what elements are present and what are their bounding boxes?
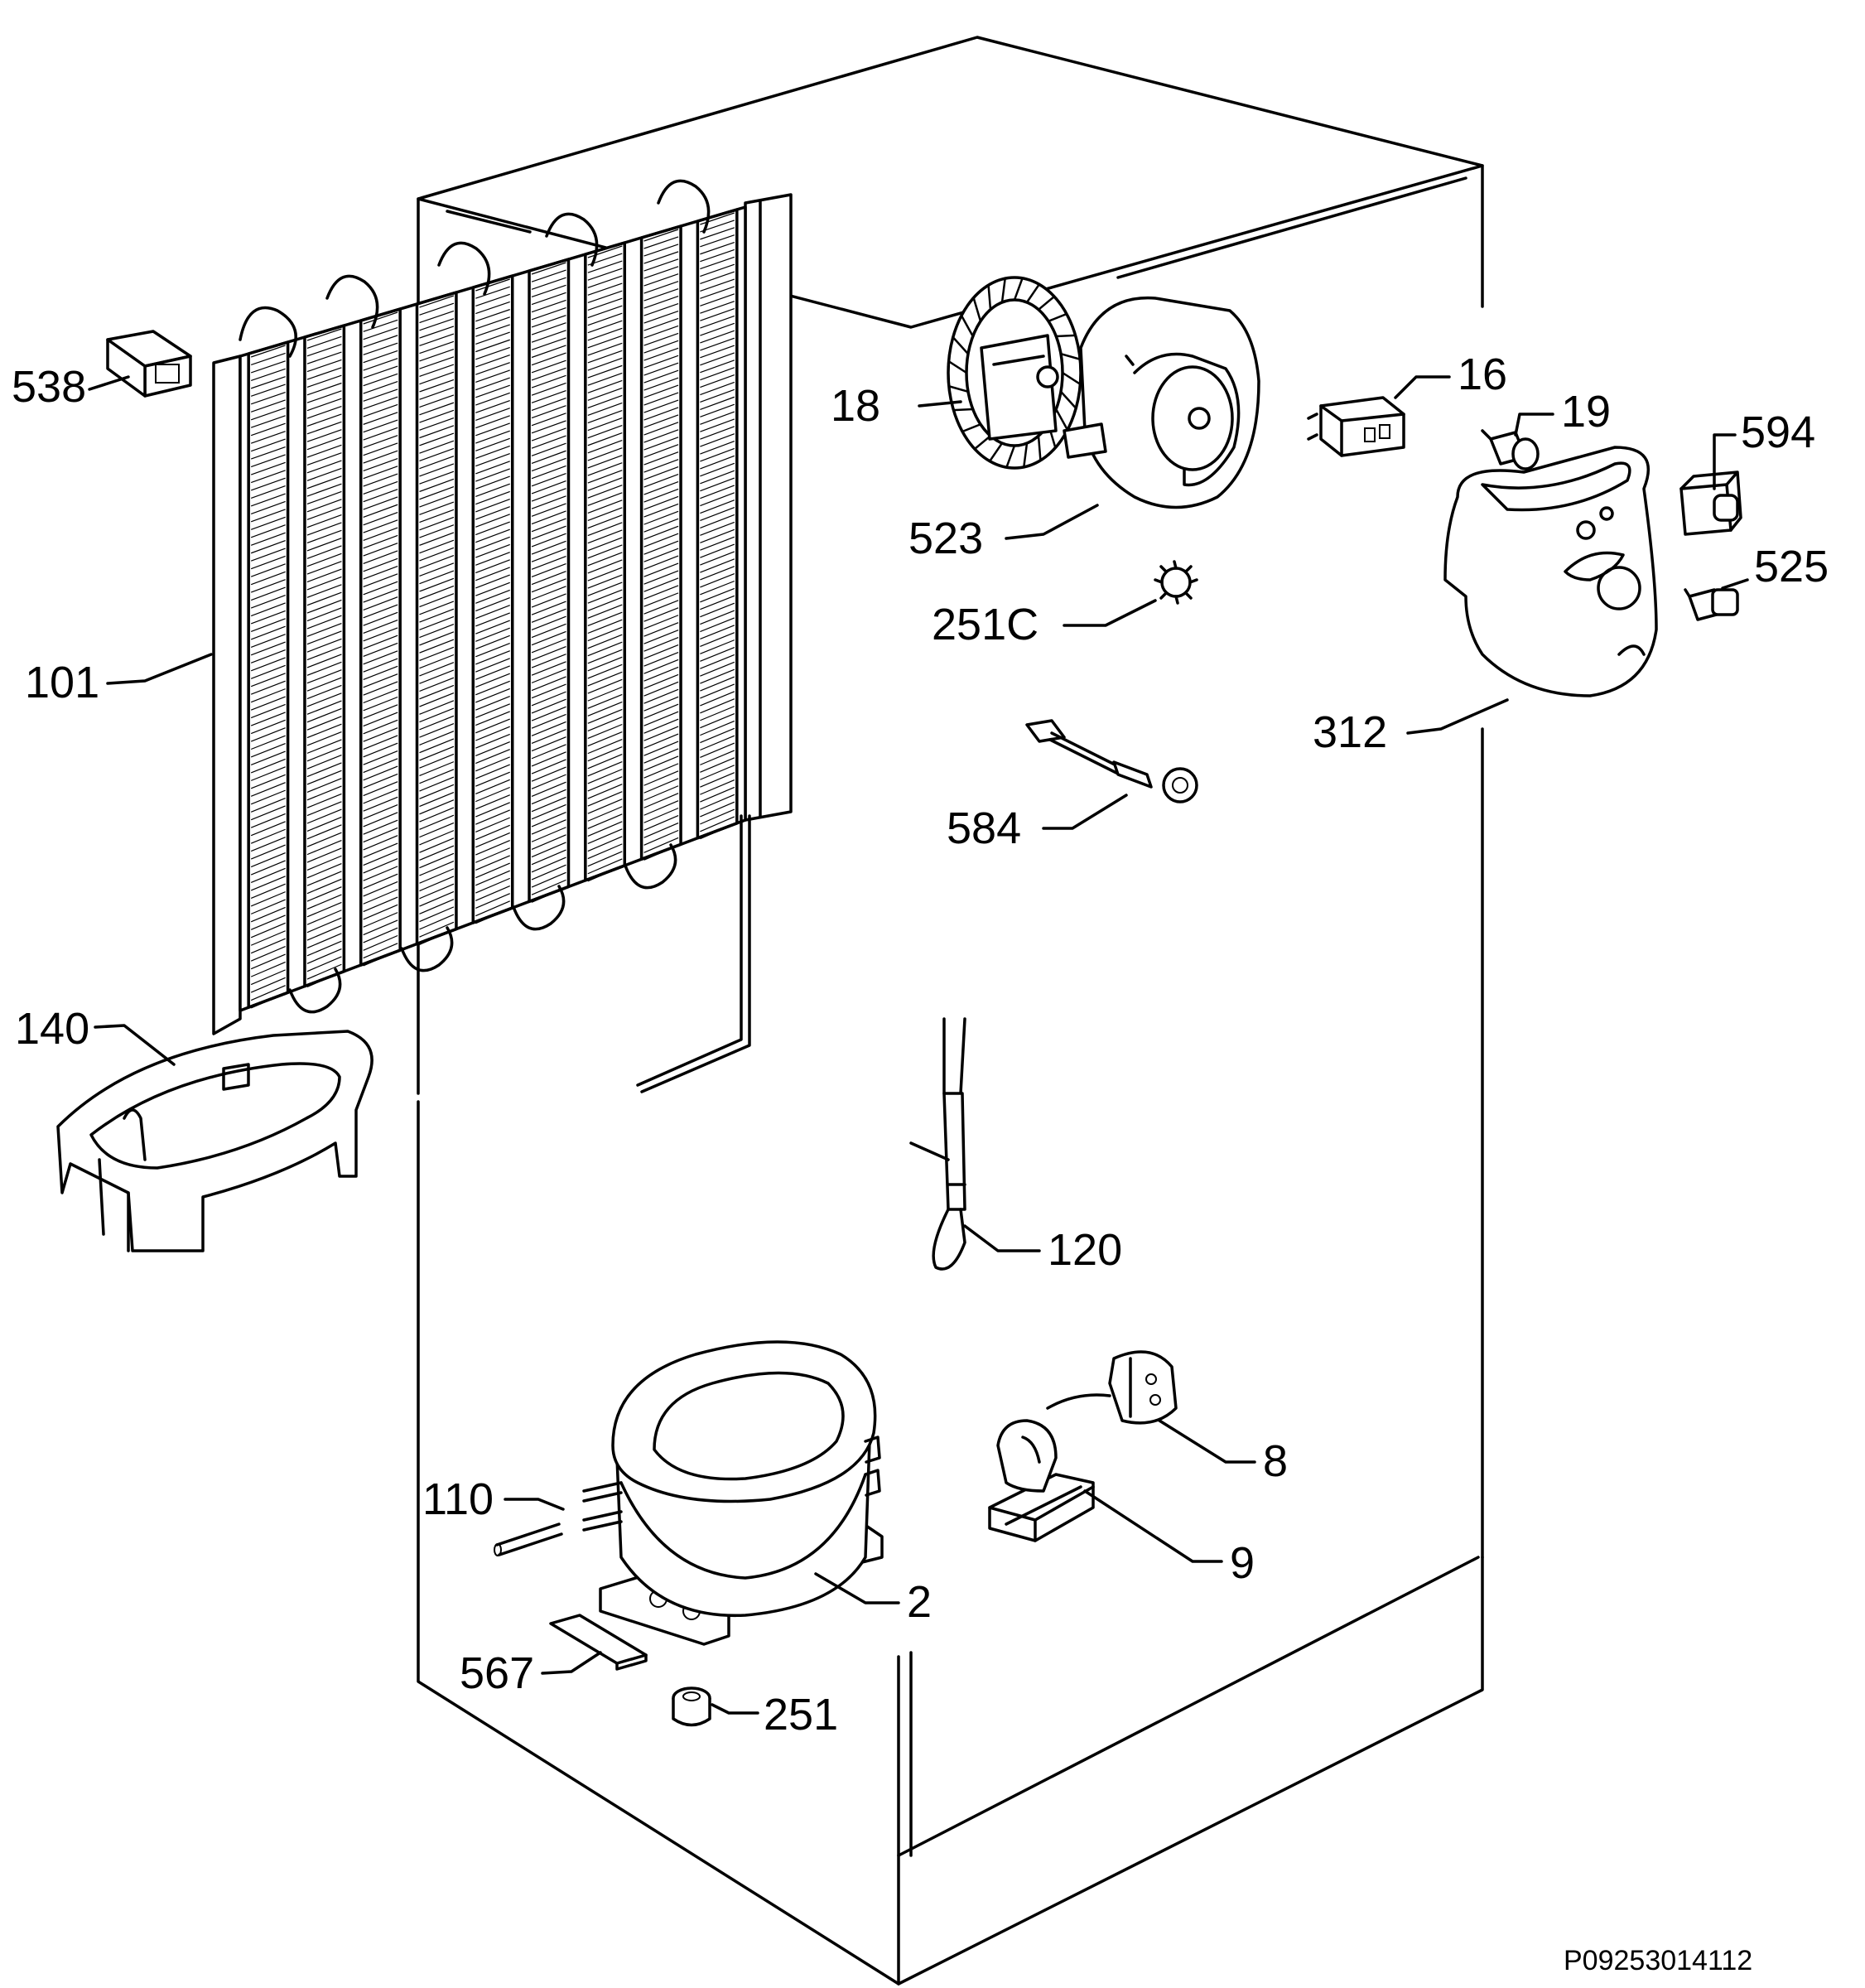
callout-525: 525 bbox=[1754, 542, 1829, 591]
connector-538 bbox=[106, 330, 192, 398]
callout-251c: 251C bbox=[932, 600, 1039, 649]
callout-584: 584 bbox=[947, 803, 1021, 853]
heater-cable bbox=[909, 1017, 966, 1271]
drawing-code: P09253014112 bbox=[1564, 1945, 1752, 1976]
leader-lines bbox=[88, 375, 1749, 1715]
callout-140: 140 bbox=[15, 1004, 89, 1054]
callout-9: 9 bbox=[1230, 1538, 1255, 1588]
compressor bbox=[582, 1340, 884, 1646]
callout-16: 16 bbox=[1458, 350, 1507, 399]
condenser bbox=[212, 179, 793, 1093]
relay-8 bbox=[1046, 1350, 1178, 1425]
fan-motor bbox=[947, 276, 1082, 470]
lamp-bulb-19 bbox=[1481, 429, 1540, 470]
fan-cover bbox=[1063, 296, 1260, 509]
sensor-584 bbox=[1025, 719, 1198, 803]
switch-16 bbox=[1307, 396, 1405, 457]
callout-18: 18 bbox=[831, 381, 880, 431]
callout-110: 110 bbox=[422, 1474, 494, 1524]
callout-567: 567 bbox=[460, 1648, 534, 1698]
callout-8: 8 bbox=[1263, 1436, 1288, 1486]
callout-101: 101 bbox=[25, 658, 99, 707]
callout-19: 19 bbox=[1561, 387, 1611, 437]
grommet-251 bbox=[672, 1686, 711, 1727]
nut-251c bbox=[1154, 560, 1198, 605]
callout-312: 312 bbox=[1313, 707, 1387, 757]
callout-251: 251 bbox=[764, 1690, 838, 1740]
lamp-socket-525 bbox=[1684, 588, 1739, 621]
callout-120: 120 bbox=[1048, 1225, 1122, 1275]
component-594 bbox=[1679, 470, 1742, 536]
overload-9 bbox=[988, 1419, 1095, 1542]
callout-523: 523 bbox=[908, 514, 983, 563]
tube-110 bbox=[494, 1522, 563, 1556]
plate-567 bbox=[549, 1614, 648, 1671]
callout-538: 538 bbox=[12, 362, 86, 412]
callout-2: 2 bbox=[907, 1577, 932, 1627]
drip-tray bbox=[56, 1030, 373, 1252]
callout-labels: 538 18 16 19 594 523 251C 525 101 312 58… bbox=[12, 350, 1829, 1740]
lamp-housing bbox=[1443, 446, 1658, 697]
callout-594: 594 bbox=[1741, 408, 1815, 457]
